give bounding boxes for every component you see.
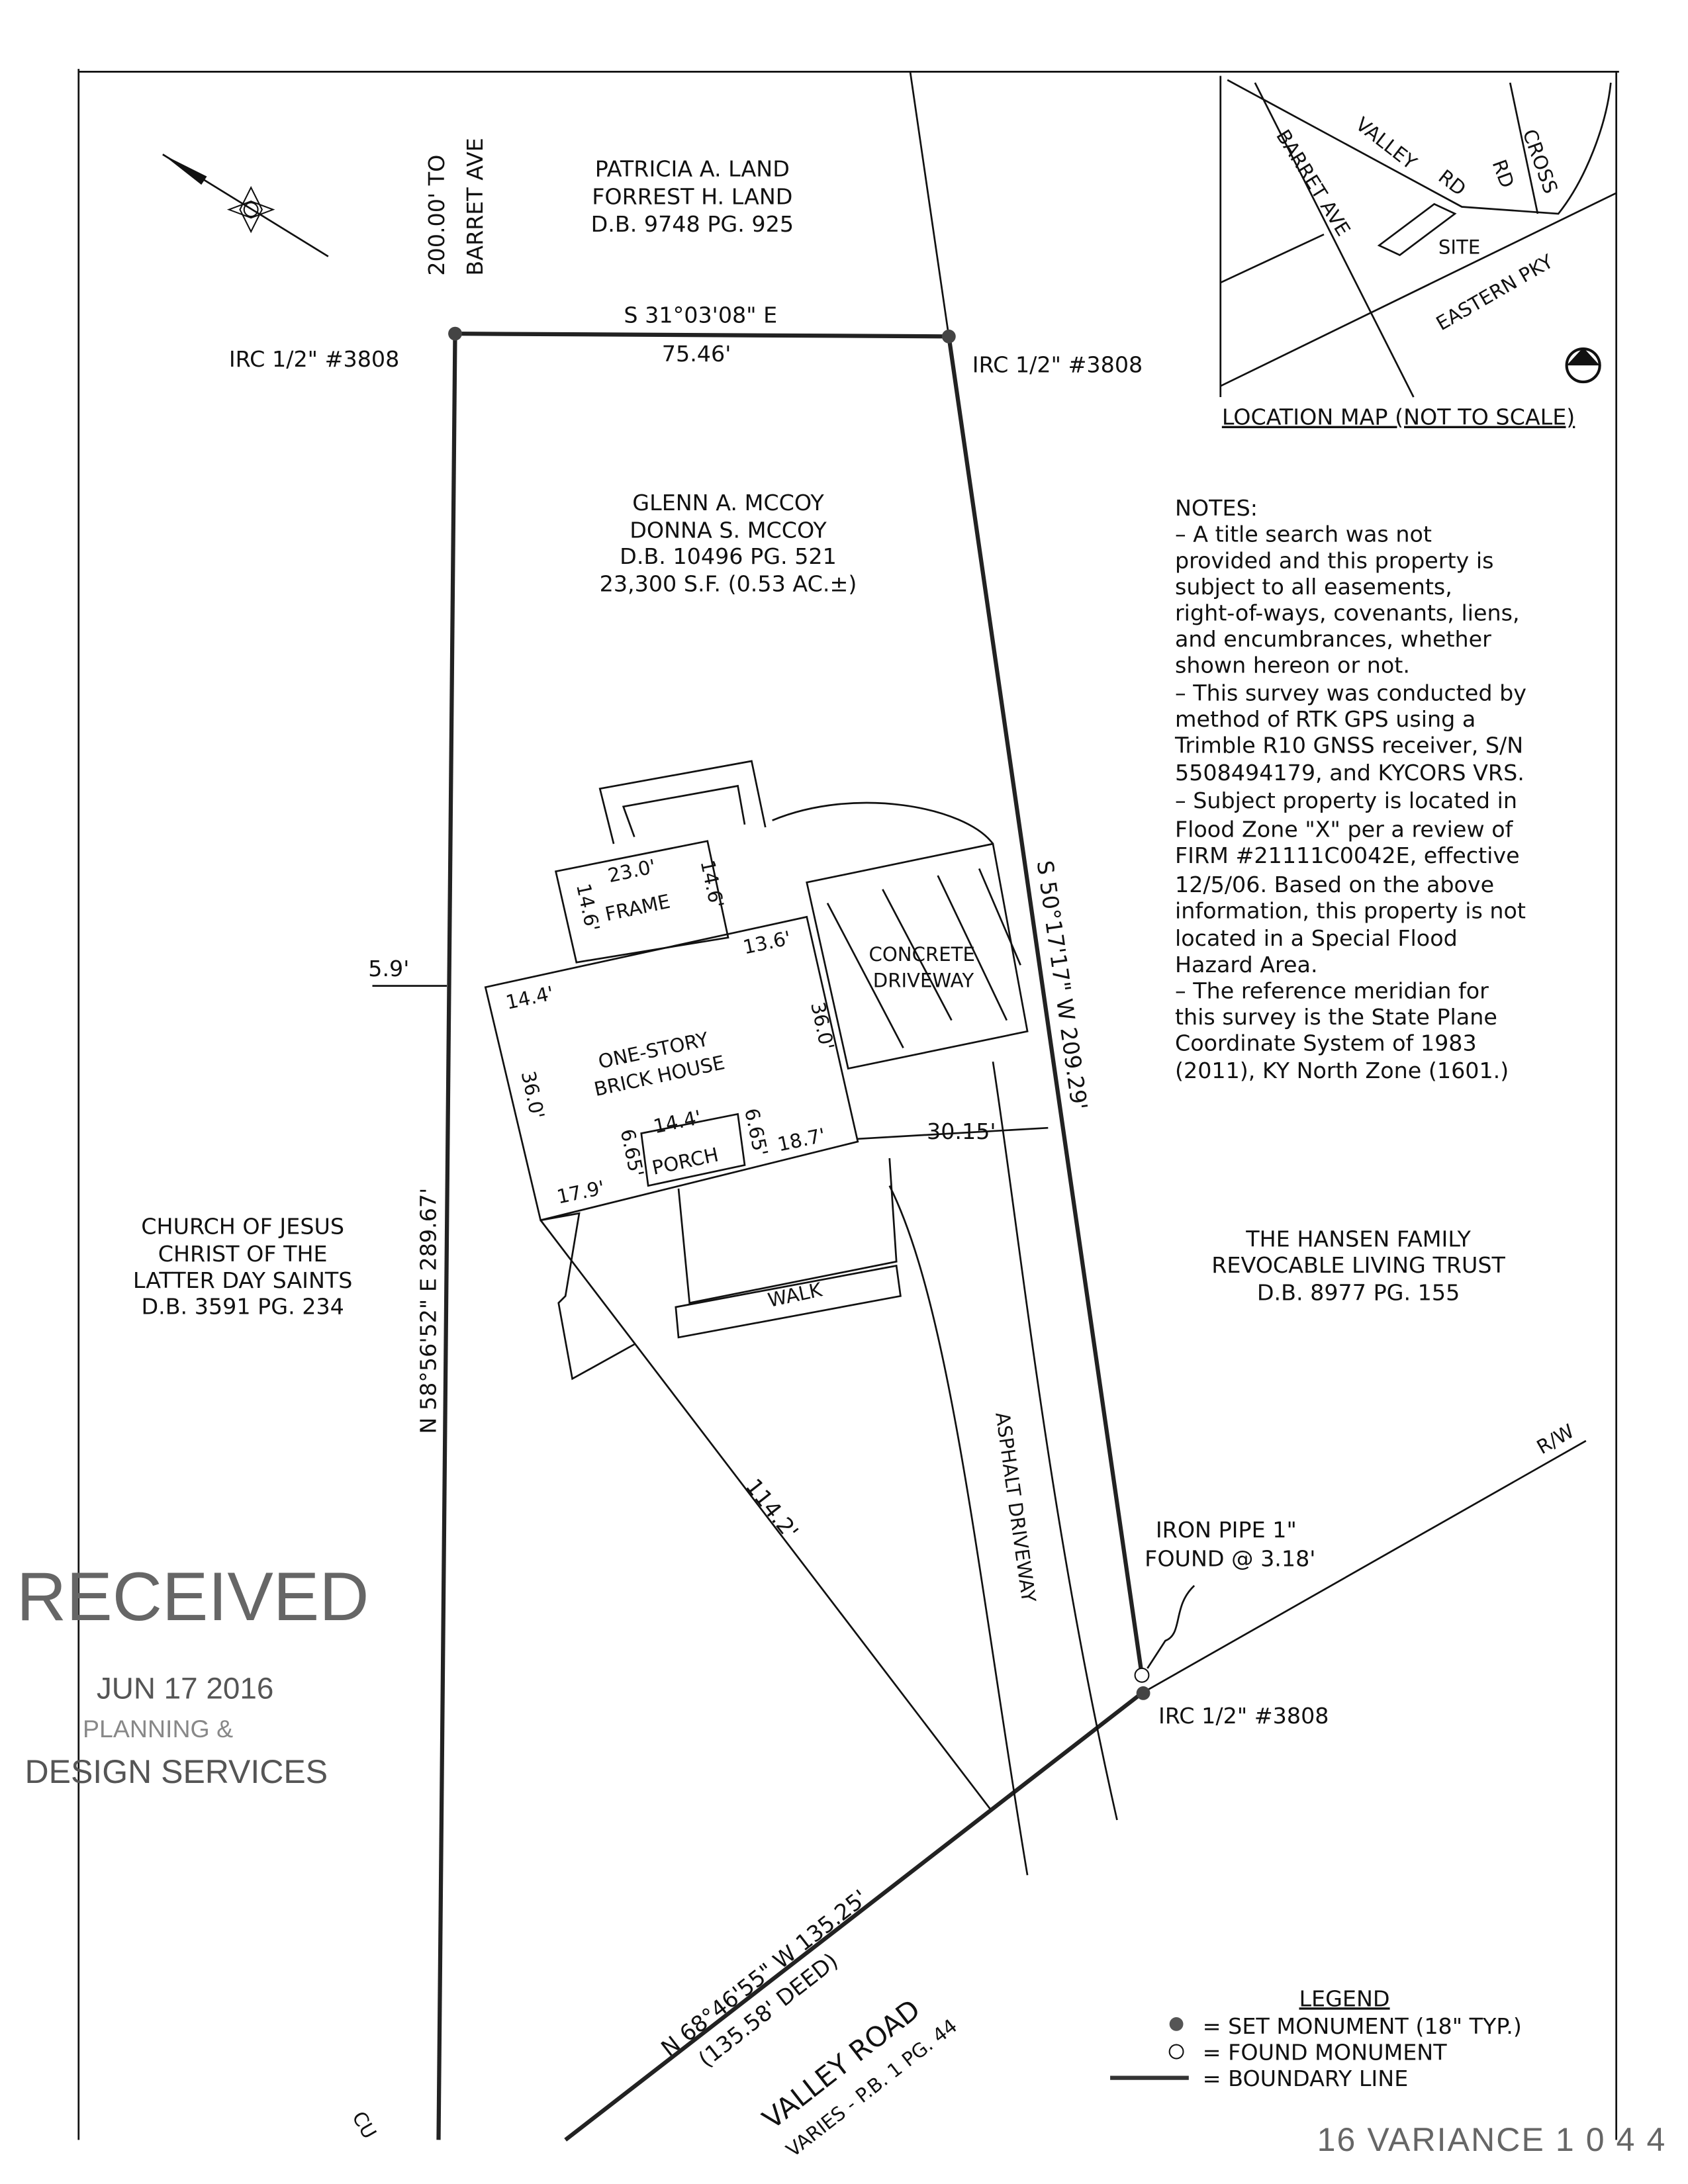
west-owner-1: CHURCH OF JESUS [141,1214,344,1240]
legend-found: = FOUND MONUMENT [1203,2040,1448,2066]
map-rd2: RD [1488,157,1519,191]
note-line: – Subject property is located in [1175,788,1517,813]
note-line: – The reference meridian for [1175,978,1489,1003]
dim-59: 5.9' [368,956,409,981]
dim-146a: 14.6' [572,882,604,933]
porch-label: PORCH [650,1143,720,1179]
set-monument-icon [1169,2017,1184,2031]
pipe-label-2: FOUND @ 3.18' [1145,1546,1315,1572]
note-line: – A title search was not [1175,522,1432,547]
note-line: (2011), KY North Zone (1601.) [1175,1058,1509,1083]
walk-label: WALK [766,1278,825,1312]
rw-label: R/W [1533,1420,1578,1459]
note-line: subject to all easements, [1175,574,1452,600]
legend: LEGEND = SET MONUMENT (18" TYP.) = FOUND… [1110,1985,1522,2091]
east-owner-2: REVOCABLE LIVING TRUST [1211,1252,1505,1278]
set-monument-ne [941,329,956,343]
east-owner-1: THE HANSEN FAMILY [1245,1226,1471,1251]
se-monument: IRC 1/2" #3808 [1158,1703,1329,1729]
note-line: and encumbrances, whether [1175,626,1491,652]
north-distance: 75.46' [662,341,731,367]
note-line: 5508494179, and KYCORS VRS. [1175,760,1524,786]
north-symbol-icon [1565,347,1601,384]
notes-title: NOTES: [1175,495,1258,521]
note-line: – This survey was conducted by [1175,680,1526,705]
received-stamp: RECEIVED JUN 17 2016 PLANNING & DESIGN S… [17,1559,369,1790]
north-arrow-icon [162,154,329,257]
note-line: this survey is the State Plane [1175,1004,1497,1030]
dim-136: 13.6' [741,927,792,958]
subject-owner-1: GLENN A. MCCOY [632,490,824,516]
map-site: SITE [1438,236,1480,258]
frame-label: FRAME [603,890,672,926]
north-owner-2: FORREST H. LAND [592,183,792,209]
legend-boundary: = BOUNDARY LINE [1203,2066,1409,2091]
map-valley: VALLEY [1352,113,1421,174]
stamp-received: RECEIVED [17,1559,369,1635]
note-line: information, this property is not [1175,898,1526,924]
north-owner-1: PATRICIA A. LAND [595,156,790,182]
note-line: Coordinate System of 1983 [1175,1030,1477,1056]
note-line: FIRM #21111C0042E, effective [1175,842,1520,868]
subject-owner-2: DONNA S. MCCOY [630,518,827,543]
stamp-date: JUN 17 2016 [97,1672,274,1706]
dim-146b: 14.6' [696,858,727,909]
to-barret-label: 200.00' TO [424,155,449,276]
dim-1142: 114.2' [741,1474,804,1544]
south-call: N 68°46'55" W 135.25' [656,1885,872,2062]
dim-665b: 6.65' [740,1106,772,1158]
east-deed: D.B. 8977 PG. 155 [1257,1280,1460,1306]
concrete-label-2: DRIVEWAY [873,970,974,992]
note-line: located in a Special Flood [1175,925,1458,951]
note-line: shown hereon or not. [1175,653,1410,678]
pipe-label-1: IRON PIPE 1" [1156,1517,1297,1543]
map-eastern: EASTERN PKY [1432,250,1558,335]
case-number: 16 VARIANCE 1 0 4 4 [1317,2121,1667,2158]
legend-title: LEGEND [1299,1985,1390,2011]
found-monument-icon [1168,2044,1184,2060]
west-owner-2: CHRIST OF THE [158,1241,328,1267]
note-line: Hazard Area. [1175,952,1318,978]
dim-179: 17.9' [555,1176,606,1208]
subject-deed: D.B. 10496 PG. 521 [620,543,837,569]
note-line: 12/5/06. Based on the above [1175,872,1494,897]
west-call: N 58°56'52" E 289.67' [415,1188,441,1434]
north-deed: D.B. 9748 PG. 925 [591,211,794,237]
west-deed: D.B. 3591 PG. 234 [141,1293,344,1319]
note-line: method of RTK GPS using a [1175,706,1476,732]
found-monument-se [1134,1667,1150,1683]
asphalt-label: ASPHALT DRIVEWAY [991,1411,1040,1604]
ne-monument: IRC 1/2" #3808 [972,352,1143,378]
set-monument-se [1136,1686,1150,1700]
legend-set: = SET MONUMENT (18" TYP.) [1203,2013,1522,2039]
map-cross: CROSS [1518,126,1562,197]
dim-36a: 36.0' [806,1000,838,1052]
stamp-line3: DESIGN SERVICES [25,1753,328,1790]
west-owner-3: LATTER DAY SAINTS [133,1267,353,1293]
set-monument-nw [448,326,462,341]
note-line: provided and this property is [1175,547,1494,573]
dim-144b: 14.4' [651,1106,703,1138]
north-bearing: S 31°03'08" E [624,302,777,328]
dim-665a: 6.65' [616,1127,648,1179]
boundary-lines [436,71,1587,2142]
sheet-border [77,69,1619,2140]
cut-label: CU [348,2107,381,2142]
map-title: LOCATION MAP (NOT TO SCALE) [1222,404,1575,430]
barret-label: BARRET AVE [462,138,488,276]
nw-monument: IRC 1/2" #3808 [229,346,400,372]
note-line: right-of-ways, covenants, liens, [1175,600,1520,626]
stamp-line2: PLANNING & [83,1715,233,1743]
improvements [372,760,1118,1876]
note-line: Flood Zone "X" per a review of [1175,817,1514,842]
concrete-label-1: CONCRETE [869,943,975,966]
location-map: VALLEY RD RD CROSS BARRET AVE SITE EASTE… [1219,75,1617,430]
subject-area: 23,300 S.F. (0.53 AC.±) [600,571,857,597]
dim-36b: 36.0' [517,1069,549,1120]
dim-144: 14.4' [504,981,555,1013]
note-line: Trimble R10 GNSS receiver, S/N [1174,733,1523,758]
pipe-leader [1147,1584,1196,1669]
dim-3015: 30.15' [927,1118,996,1144]
notes: NOTES: – A title search was not provided… [1174,495,1526,1083]
